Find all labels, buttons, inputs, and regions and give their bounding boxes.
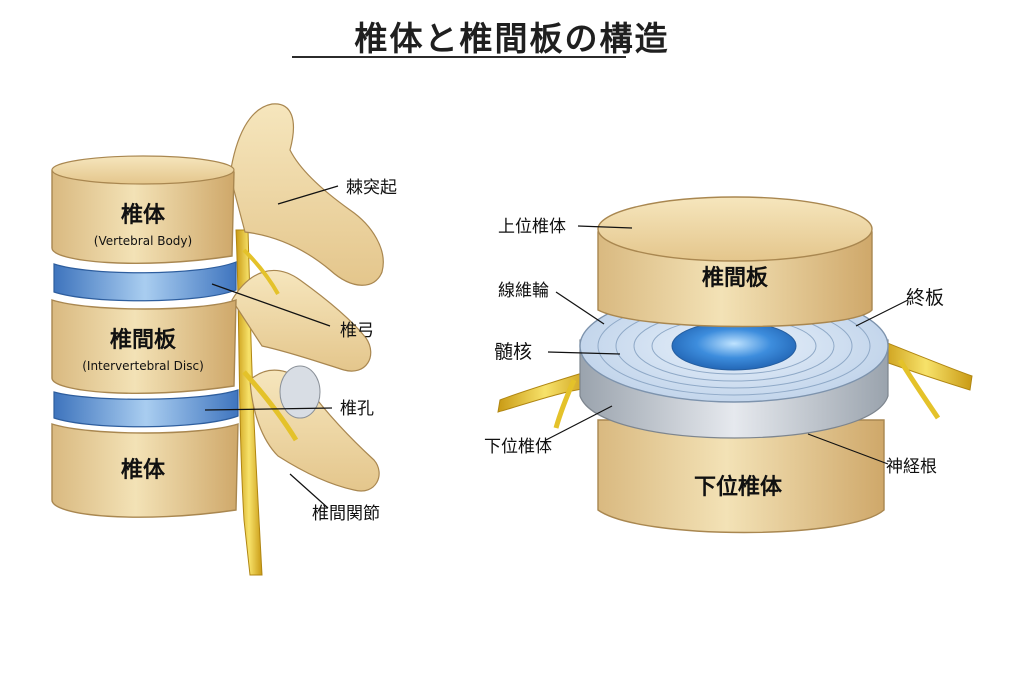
leader-annulus	[555, 291, 605, 325]
lower-vertebral-body	[597, 419, 885, 534]
vertebral-body-bottom	[51, 423, 239, 518]
leader-spinous-process	[277, 185, 339, 205]
leader-nucleus	[547, 351, 621, 355]
callout-endplate: 終板	[906, 287, 944, 309]
callout-lower-body-left: 下位椎体	[484, 437, 552, 457]
title-underline	[292, 56, 626, 58]
left-spine-illustration: 椎体 (Vertebral Body) 椎間板 (Intervertebral …	[51, 103, 397, 576]
label-lower-body-center: 下位椎体	[694, 474, 783, 500]
intervertebral-disc-lower	[53, 389, 239, 428]
spinous-process-top	[229, 103, 384, 286]
lamina-mid	[231, 270, 372, 372]
label-intervertebral-disc: 椎間板	[110, 327, 177, 353]
leader-lower-body-left	[545, 405, 613, 441]
label-disc-center: 椎間板	[702, 265, 769, 291]
label-vertebral-body-bottom: 椎体	[121, 457, 166, 483]
leader-facet-joint	[289, 473, 329, 509]
vertebral-body-middle	[51, 299, 237, 394]
callout-upper-body: 上位椎体	[498, 217, 566, 237]
leader-upper-body	[577, 225, 633, 229]
page-title: 椎体と椎間板の構造	[354, 19, 670, 58]
leader-foramen	[204, 407, 333, 411]
callout-lamina: 椎弓	[340, 321, 374, 341]
leader-endplate	[855, 299, 909, 327]
right-disc-illustration: 椎間板 下位椎体 上位椎体 線維輪 髄核 下位椎体 終板 神経根	[484, 196, 973, 534]
leader-lamina	[211, 283, 331, 327]
intervertebral-disc-upper	[53, 261, 237, 302]
callout-nerve-root: 神経根	[886, 457, 937, 477]
callout-facet-joint: 椎間関節	[312, 504, 380, 524]
nucleus-pulposus	[671, 321, 797, 371]
callout-spinous-process: 棘突起	[346, 178, 397, 198]
leader-nerve-root	[807, 433, 889, 465]
label-vertebral-body-top-en: (Vertebral Body)	[94, 234, 192, 248]
nerve-root-left-b	[242, 248, 280, 295]
callout-nucleus: 髄核	[494, 341, 532, 363]
nerve-root-left	[497, 369, 593, 413]
callout-foramen: 椎孔	[340, 399, 374, 419]
facet-cartilage	[279, 365, 321, 419]
upper-vertebral-body-top	[597, 196, 873, 262]
nerve-root-left-a	[242, 370, 299, 442]
label-vertebral-body-top: 椎体	[121, 202, 166, 228]
callout-annulus: 線維輪	[498, 281, 549, 301]
nerve-root-right	[879, 339, 973, 391]
label-intervertebral-disc-en: (Intervertebral Disc)	[82, 359, 204, 373]
